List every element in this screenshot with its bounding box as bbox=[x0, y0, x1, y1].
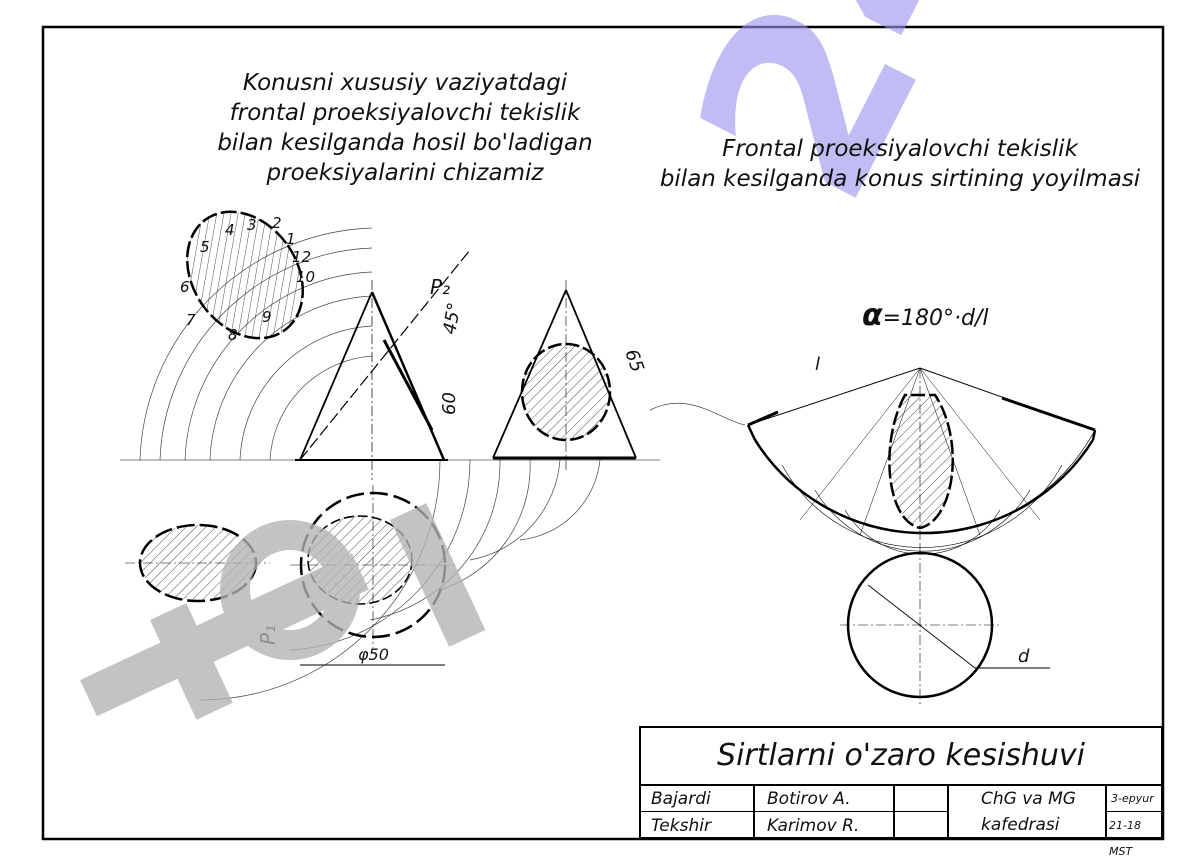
code-label: 21-18 MST bbox=[1109, 819, 1141, 858]
caption-right-line: bilan kesilganda konus sirtining yoyilma… bbox=[659, 166, 1141, 192]
check-label: Tekshir bbox=[651, 816, 711, 836]
svg-text:7: 7 bbox=[186, 311, 196, 329]
svg-text:5: 5 bbox=[200, 238, 210, 256]
check-name: Karimov R. bbox=[767, 816, 860, 836]
svg-text:12: 12 bbox=[292, 248, 311, 266]
done-name: Botirov A. bbox=[767, 789, 851, 809]
sheet-frame bbox=[41, 25, 1165, 841]
base-circle bbox=[840, 545, 1050, 705]
svg-text:6: 6 bbox=[180, 278, 190, 296]
svg-text:2: 2 bbox=[272, 214, 282, 232]
svg-text:9: 9 bbox=[262, 308, 272, 326]
done-label: Bajardi bbox=[651, 789, 711, 809]
sheet-label: 3-epyur bbox=[1111, 792, 1154, 805]
caption-left-line: frontal proeksiyalovchi tekislik bbox=[229, 100, 581, 126]
diam-label: d bbox=[1018, 646, 1030, 667]
caption-left-line: Konusni xususiy vaziyatdagi bbox=[242, 70, 568, 96]
formula-alpha: α bbox=[862, 298, 883, 333]
caption-right-line: Frontal proeksiyalovchi tekislik bbox=[722, 136, 1078, 162]
caption-left: Konusni xususiy vaziyatdagi frontal proe… bbox=[205, 68, 605, 188]
profile-projection bbox=[492, 280, 637, 470]
height-label: 60 bbox=[439, 392, 460, 415]
svg-text:4: 4 bbox=[225, 221, 235, 239]
slant-label: 65 bbox=[620, 347, 648, 376]
section-label-p2: P₂ bbox=[430, 275, 450, 299]
watermark-gray bbox=[80, 503, 486, 720]
department-line-2: kafedrasi bbox=[981, 815, 1060, 835]
drawing-title: Sirtlarni o'zaro kesishuvi bbox=[641, 728, 1161, 786]
diameter-label: φ50 bbox=[358, 645, 389, 664]
caption-left-line: bilan kesilganda hosil bo'ladigan bbox=[217, 130, 593, 156]
angle-label: 45° bbox=[439, 301, 465, 336]
svg-text:10: 10 bbox=[296, 268, 315, 286]
caption-right: Frontal proeksiyalovchi tekislik bilan k… bbox=[650, 134, 1150, 194]
cone-development bbox=[746, 367, 1097, 555]
formula-expression: =180°·d/l bbox=[882, 306, 989, 331]
length-label: l bbox=[815, 354, 820, 375]
caption-left-line: proeksiyalarini chizamiz bbox=[266, 160, 544, 186]
department-line-1: ChG va MG bbox=[981, 789, 1076, 809]
svg-text:8: 8 bbox=[228, 326, 238, 344]
frontal-projection bbox=[120, 249, 660, 480]
formula: α=180°·d/l bbox=[862, 298, 989, 333]
svg-text:1: 1 bbox=[286, 230, 296, 248]
title-block: Sirtlarni o'zaro kesishuvi Bajardi Botir… bbox=[639, 726, 1163, 858]
svg-text:3: 3 bbox=[247, 216, 257, 234]
